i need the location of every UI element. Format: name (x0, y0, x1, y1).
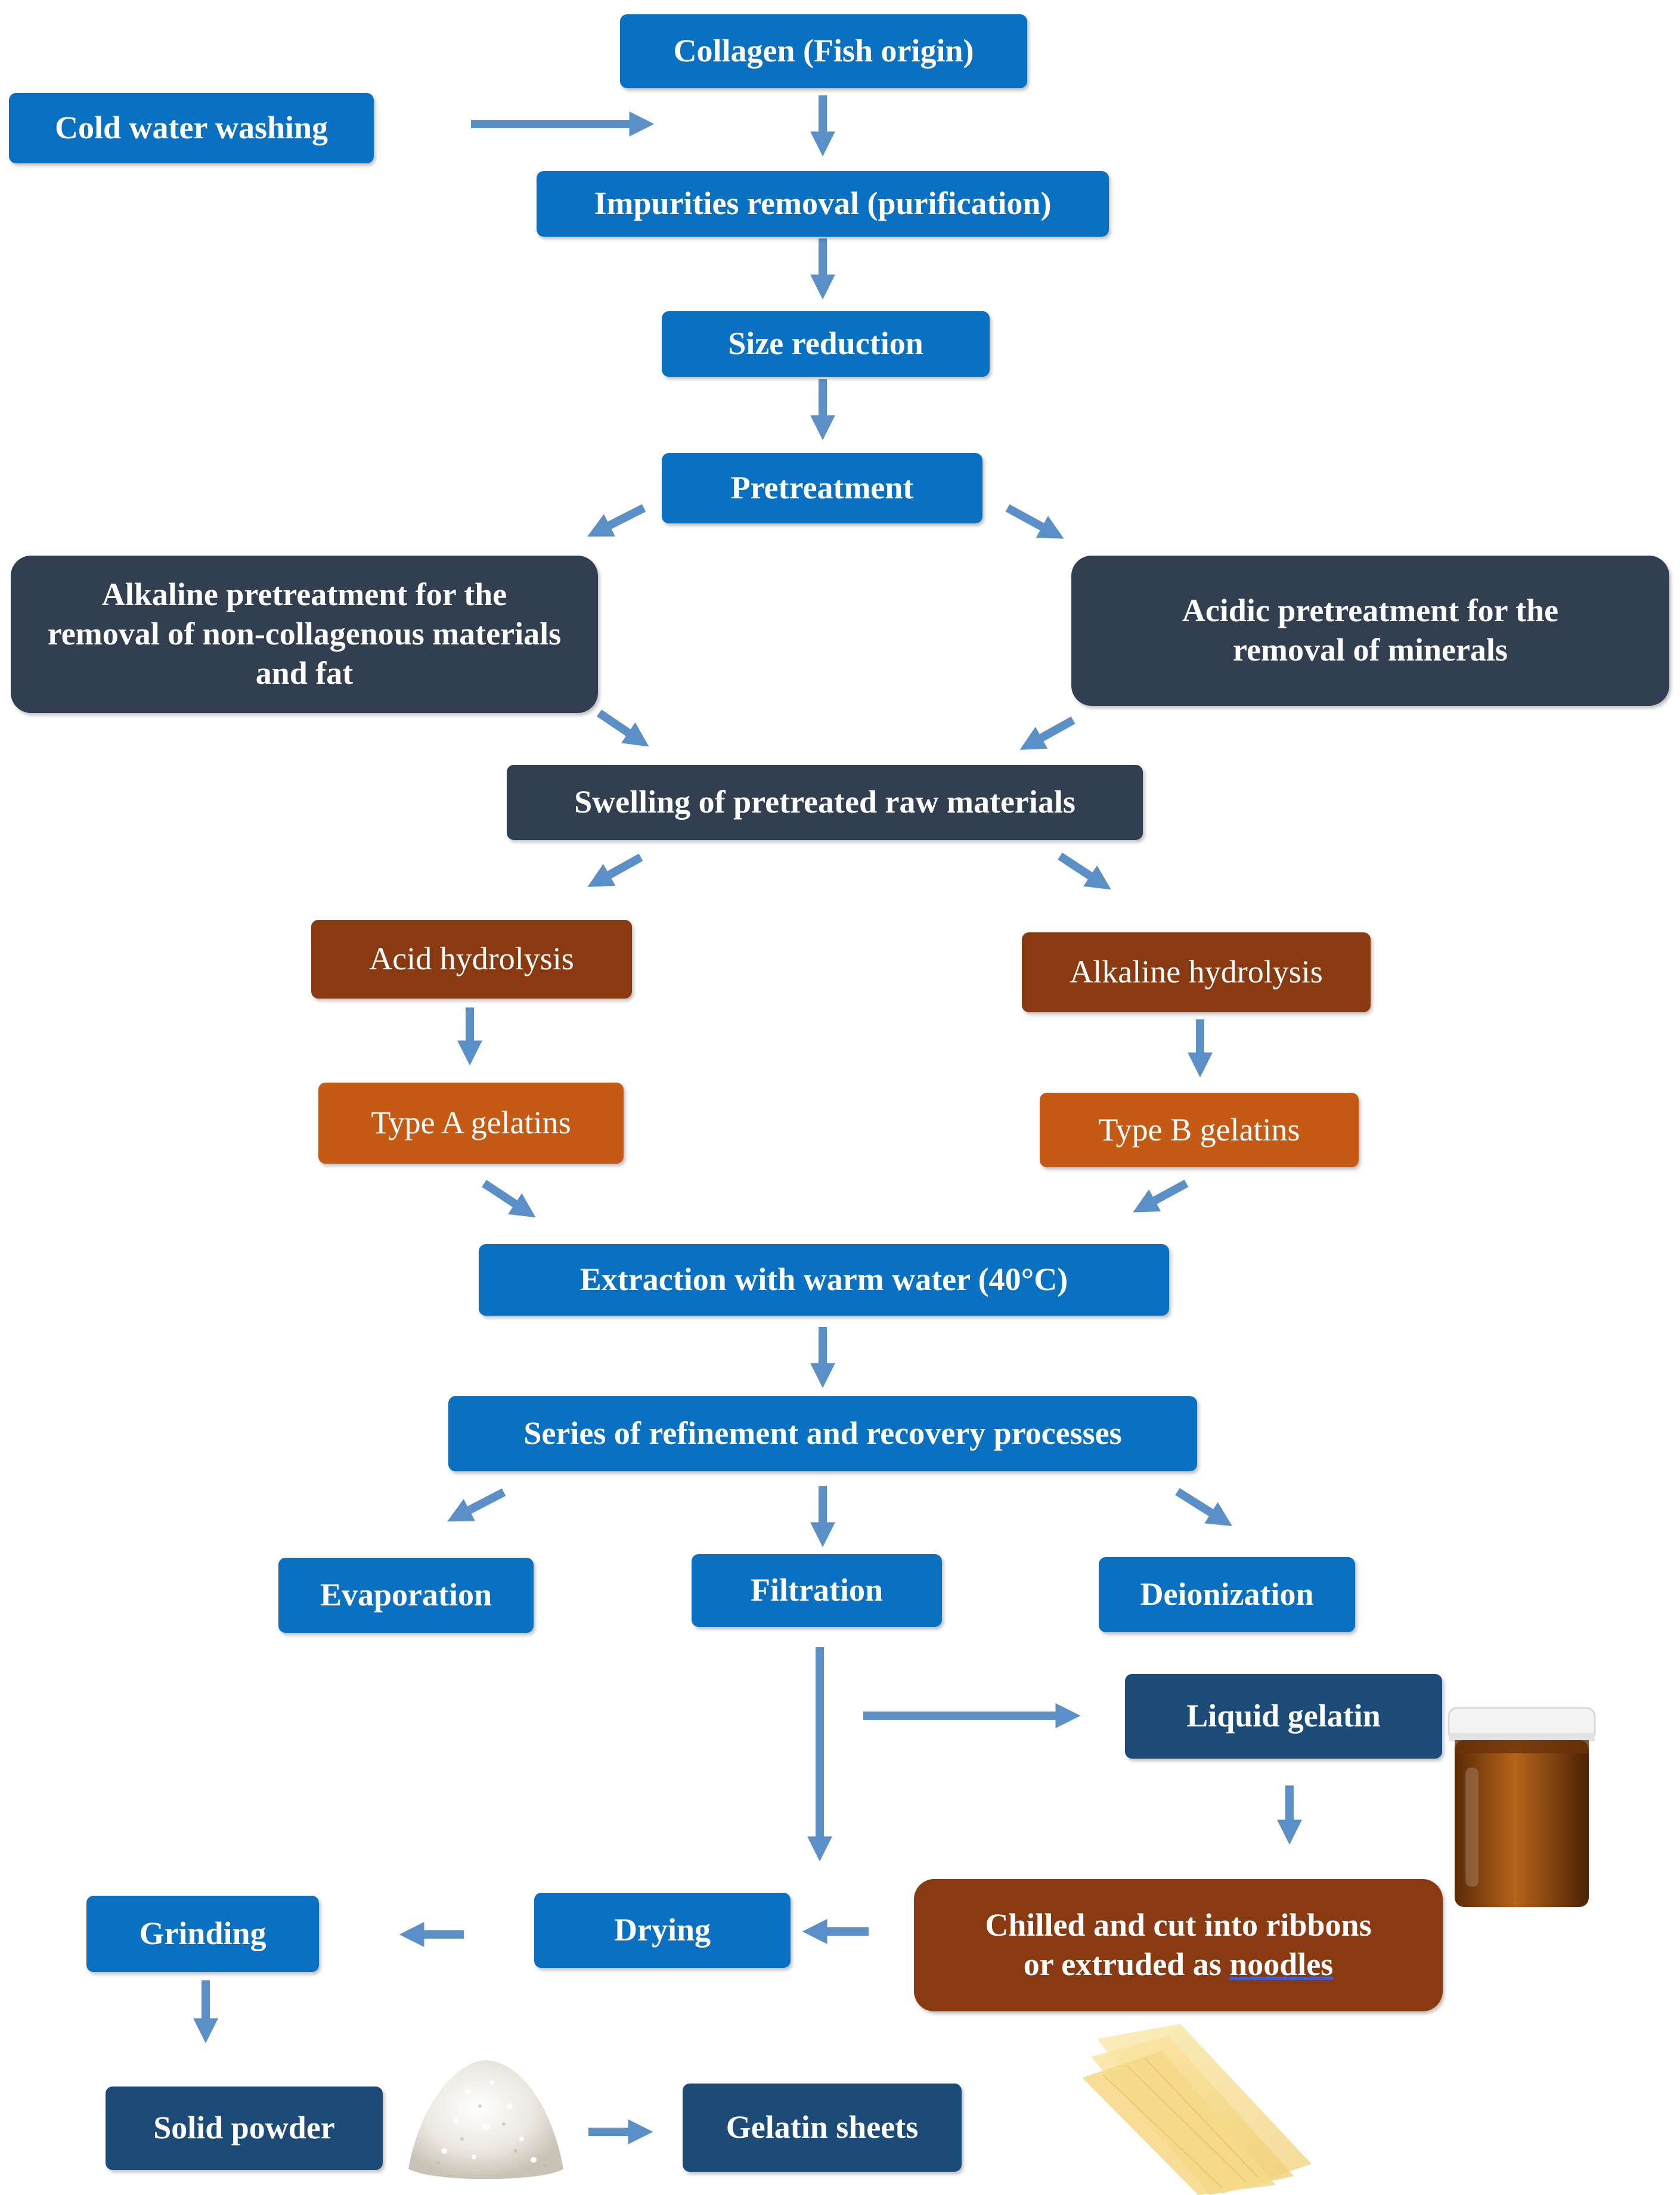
arrow-acidic-to-swelling (1019, 716, 1075, 750)
step-chilled-and-cut: Chilled and cut into ribbons or extruded… (914, 1879, 1443, 2011)
arrow-pretreatment-to-alkaline (587, 504, 646, 537)
arrow-alkaline-to-swelling (597, 709, 649, 747)
step-acid-hydrolysis: Acid hydrolysis (311, 920, 632, 999)
gelatin-powder-image (408, 2060, 563, 2180)
gelatin-sheets-image (1082, 2024, 1312, 2195)
arrow-type-b-to-extraction (1133, 1179, 1189, 1213)
step-type-b-gelatins: Type B gelatins (1040, 1093, 1359, 1167)
step-gelatin-sheets: Gelatin sheets (683, 2084, 962, 2172)
step-size-reduction-label: Size reduction (728, 325, 923, 362)
step-extraction-label: Extraction with warm water (40°C) (579, 1261, 1068, 1298)
step-impurities-removal-label: Impurities removal (purification) (594, 185, 1052, 222)
step-collagen-label: Collagen (Fish origin) (673, 33, 974, 69)
step-drying: Drying (534, 1893, 791, 1968)
step-type-a-gelatins: Type A gelatins (318, 1083, 624, 1164)
arrow-type-a-to-extraction (482, 1180, 536, 1218)
step-deionization-label: Deionization (1140, 1576, 1314, 1613)
arrow-pretreatment-to-acidic (1005, 504, 1064, 539)
step-swelling-label: Swelling of pretreated raw materials (574, 784, 1075, 820)
step-acidic-pretreatment-label: Acidic pretreatment for the removal of m… (1182, 593, 1559, 668)
step-swelling: Swelling of pretreated raw materials (507, 765, 1143, 840)
step-gelatin-sheets-label: Gelatin sheets (726, 2109, 919, 2146)
step-solid-powder: Solid powder (106, 2087, 383, 2170)
step-drying-label: Drying (614, 1912, 711, 1948)
step-chilled-line-1: Chilled and cut into ribbons (985, 1907, 1372, 1943)
step-liquid-gelatin-label: Liquid gelatin (1186, 1698, 1381, 1734)
step-chilled-line-2: or extruded as noodles (1024, 1945, 1334, 1985)
step-impurities-removal: Impurities removal (purification) (537, 171, 1109, 237)
step-acid-hydrolysis-label: Acid hydrolysis (369, 941, 574, 977)
gelatin-jar-image (1447, 1707, 1596, 1907)
step-extraction: Extraction with warm water (40°C) (479, 1244, 1169, 1316)
step-acidic-pretreatment: Acidic pretreatment for the removal of m… (1071, 556, 1669, 706)
step-alkaline-pretreatment: Alkaline pretreatment for the removal of… (11, 556, 598, 713)
step-type-b-gelatins-label: Type B gelatins (1098, 1111, 1300, 1148)
step-pretreatment: Pretreatment (662, 453, 982, 523)
step-evaporation: Evaporation (278, 1558, 534, 1633)
step-pretreatment-label: Pretreatment (730, 470, 914, 506)
step-refinement-label: Series of refinement and recovery proces… (523, 1415, 1122, 1452)
step-alkaline-hydrolysis: Alkaline hydrolysis (1022, 932, 1371, 1012)
step-cold-water-washing-label: Cold water washing (54, 110, 328, 146)
step-filtration: Filtration (692, 1554, 942, 1627)
step-alkaline-hydrolysis-label: Alkaline hydrolysis (1070, 954, 1323, 990)
step-type-a-gelatins-label: Type A gelatins (371, 1105, 571, 1141)
step-chilled-line-2b: noodles (1229, 1946, 1334, 1982)
step-evaporation-label: Evaporation (320, 1577, 492, 1613)
step-collagen: Collagen (Fish origin) (620, 14, 1027, 88)
arrow-refinement-to-deionization (1175, 1488, 1232, 1526)
step-filtration-label: Filtration (751, 1572, 883, 1608)
step-chilled-line-2a: or extruded as (1023, 1946, 1230, 1982)
step-cold-water-washing: Cold water washing (9, 93, 374, 163)
arrow-swelling-to-alkaline-hydrolysis (1058, 852, 1111, 890)
step-solid-powder-label: Solid powder (153, 2110, 335, 2146)
step-refinement: Series of refinement and recovery proces… (448, 1396, 1197, 1471)
step-grinding: Grinding (86, 1896, 319, 1972)
arrow-swelling-to-acid-hydrolysis (587, 853, 643, 887)
step-alkaline-pretreatment-label: Alkaline pretreatment for the removal of… (47, 576, 562, 691)
step-liquid-gelatin: Liquid gelatin (1125, 1674, 1442, 1759)
arrow-refinement-to-evaporation (447, 1488, 506, 1522)
step-grinding-label: Grinding (139, 1915, 266, 1952)
step-deionization: Deionization (1099, 1557, 1355, 1632)
step-size-reduction: Size reduction (662, 311, 990, 377)
